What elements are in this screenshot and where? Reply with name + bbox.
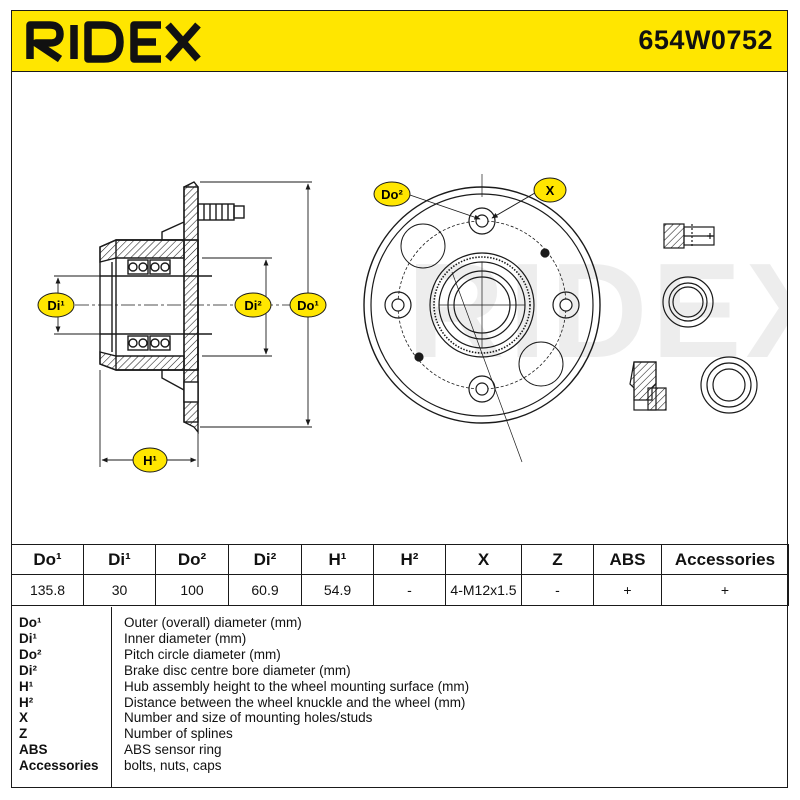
legend-desc: Inner diameter (mm): [124, 630, 247, 646]
legend-table: Do¹ Di¹ Do² Di² H¹ H² X Z ABS Accessorie…: [11, 607, 788, 788]
specs-value-row: 135.8 30 100 60.9 54.9 - 4-M12x1.5 - + +: [11, 574, 789, 606]
legend-key: Do¹: [19, 615, 42, 630]
specs-header: Di¹: [83, 544, 156, 575]
legend-key: Z: [19, 726, 28, 742]
specs-header: Do²: [155, 544, 229, 575]
specs-value: +: [593, 574, 662, 606]
specs-table: Do¹ Di¹ Do² Di² H¹ H² X Z ABS Accessorie…: [11, 544, 789, 606]
legend-desc: Outer (overall) diameter (mm): [124, 615, 302, 630]
ridex-logo: [26, 21, 201, 63]
specs-value: +: [661, 574, 789, 606]
legend-desc: Distance between the wheel knuckle and t…: [124, 694, 466, 710]
specs-value: -: [521, 574, 594, 606]
accessory-nut-front: [700, 356, 758, 414]
callout-x: X: [533, 177, 567, 203]
specs-value: 135.8: [11, 574, 84, 606]
specs-header: X: [445, 544, 522, 575]
product-sheet: 654W0752 RIDEX: [11, 10, 789, 788]
technical-drawing: RIDEX: [37, 174, 787, 473]
accessory-stud-side: [663, 223, 715, 249]
hub-side-view: [52, 181, 312, 434]
legend-key: H²: [19, 694, 34, 710]
specs-header: Accessories: [661, 544, 789, 575]
callout-do2: Do²: [373, 181, 411, 207]
hub-front-view: [363, 174, 601, 463]
header-band: 654W0752: [12, 11, 787, 72]
accessory-nut-side: [629, 361, 667, 411]
specs-header: ABS: [593, 544, 662, 575]
legend-desc: Brake disc centre bore diameter (mm): [124, 662, 351, 678]
legend-key: Di²: [19, 662, 37, 678]
callout-h1: H¹: [132, 447, 168, 473]
specs-header: H²: [373, 544, 446, 575]
specs-value: 100: [155, 574, 229, 606]
specs-value: 60.9: [228, 574, 302, 606]
legend-key: ABS: [19, 742, 48, 758]
legend-key: X: [19, 710, 29, 726]
specs-header: Z: [521, 544, 594, 575]
specs-value: 54.9: [301, 574, 374, 606]
legend-desc: Hub assembly height to the wheel mountin…: [124, 678, 470, 694]
specs-value: 30: [83, 574, 156, 606]
legend-key: Do²: [19, 646, 42, 662]
svg-text:X: X: [546, 183, 555, 198]
legend-desc: Pitch circle diameter (mm): [124, 646, 281, 662]
svg-text:H¹: H¹: [143, 453, 157, 468]
callout-do1: Do¹: [289, 292, 327, 318]
legend-key: Di¹: [19, 630, 37, 646]
specs-header: Do¹: [11, 544, 84, 575]
callout-di2: Di²: [234, 292, 272, 318]
specs-header: H¹: [301, 544, 374, 575]
legend-key: Accessories: [19, 758, 99, 774]
part-number: 654W0752: [638, 25, 773, 55]
legend-desc: Number of splines: [124, 726, 233, 742]
legend-key: H¹: [19, 678, 34, 694]
svg-text:Do¹: Do¹: [297, 298, 319, 313]
specs-value: 4-M12x1.5: [445, 574, 522, 606]
side-view-dimensions: [54, 181, 312, 467]
specs-header-row: Do¹ Di¹ Do² Di² H¹ H² X Z ABS Accessorie…: [11, 544, 789, 575]
front-view-dimensions: [406, 189, 541, 220]
specs-value: -: [373, 574, 446, 606]
legend-keys: Do¹ Di¹ Do² Di² H¹ H² X Z ABS Accessorie…: [11, 607, 112, 788]
legend-desc: ABS sensor ring: [124, 742, 222, 758]
legend-descriptions: Outer (overall) diameter (mm) Inner diam…: [112, 607, 789, 788]
ridex-logo-mark: [26, 21, 201, 63]
svg-text:Do²: Do²: [381, 187, 403, 202]
specs-header: Di²: [228, 544, 302, 575]
legend-desc: Number and size of mounting holes/studs: [124, 710, 373, 726]
svg-text:Di²: Di²: [244, 298, 262, 313]
accessory-stud-front: [662, 276, 714, 328]
svg-text:Di¹: Di¹: [47, 298, 64, 313]
watermark-text: RIDEX: [407, 235, 787, 386]
legend-desc: bolts, nuts, caps: [124, 758, 222, 774]
callout-di1: Di¹: [37, 292, 75, 318]
